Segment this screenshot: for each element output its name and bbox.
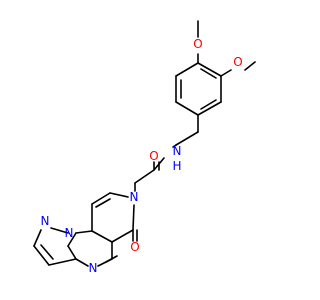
pyrimidine-nitrogen: N xyxy=(89,261,98,275)
molecule-structure: O O O N H N O N N N xyxy=(0,0,300,300)
atom-labels: O O O N H N O N N N xyxy=(41,37,243,275)
methoxy-oxygen-right: O xyxy=(233,55,242,69)
amide-hydrogen: H xyxy=(172,159,181,173)
amide-oxygen: O xyxy=(149,149,158,163)
pyridone-nitrogen: N xyxy=(130,190,139,204)
methoxy-oxygen-top: O xyxy=(193,37,202,51)
ketone-oxygen: O xyxy=(130,240,139,254)
pyrazole-nitrogen-1: N xyxy=(41,214,50,228)
bond-lines xyxy=(33,20,256,267)
amide-nitrogen: N xyxy=(173,144,182,158)
background xyxy=(0,0,300,300)
pyrazole-nitrogen-2: N xyxy=(65,226,74,240)
